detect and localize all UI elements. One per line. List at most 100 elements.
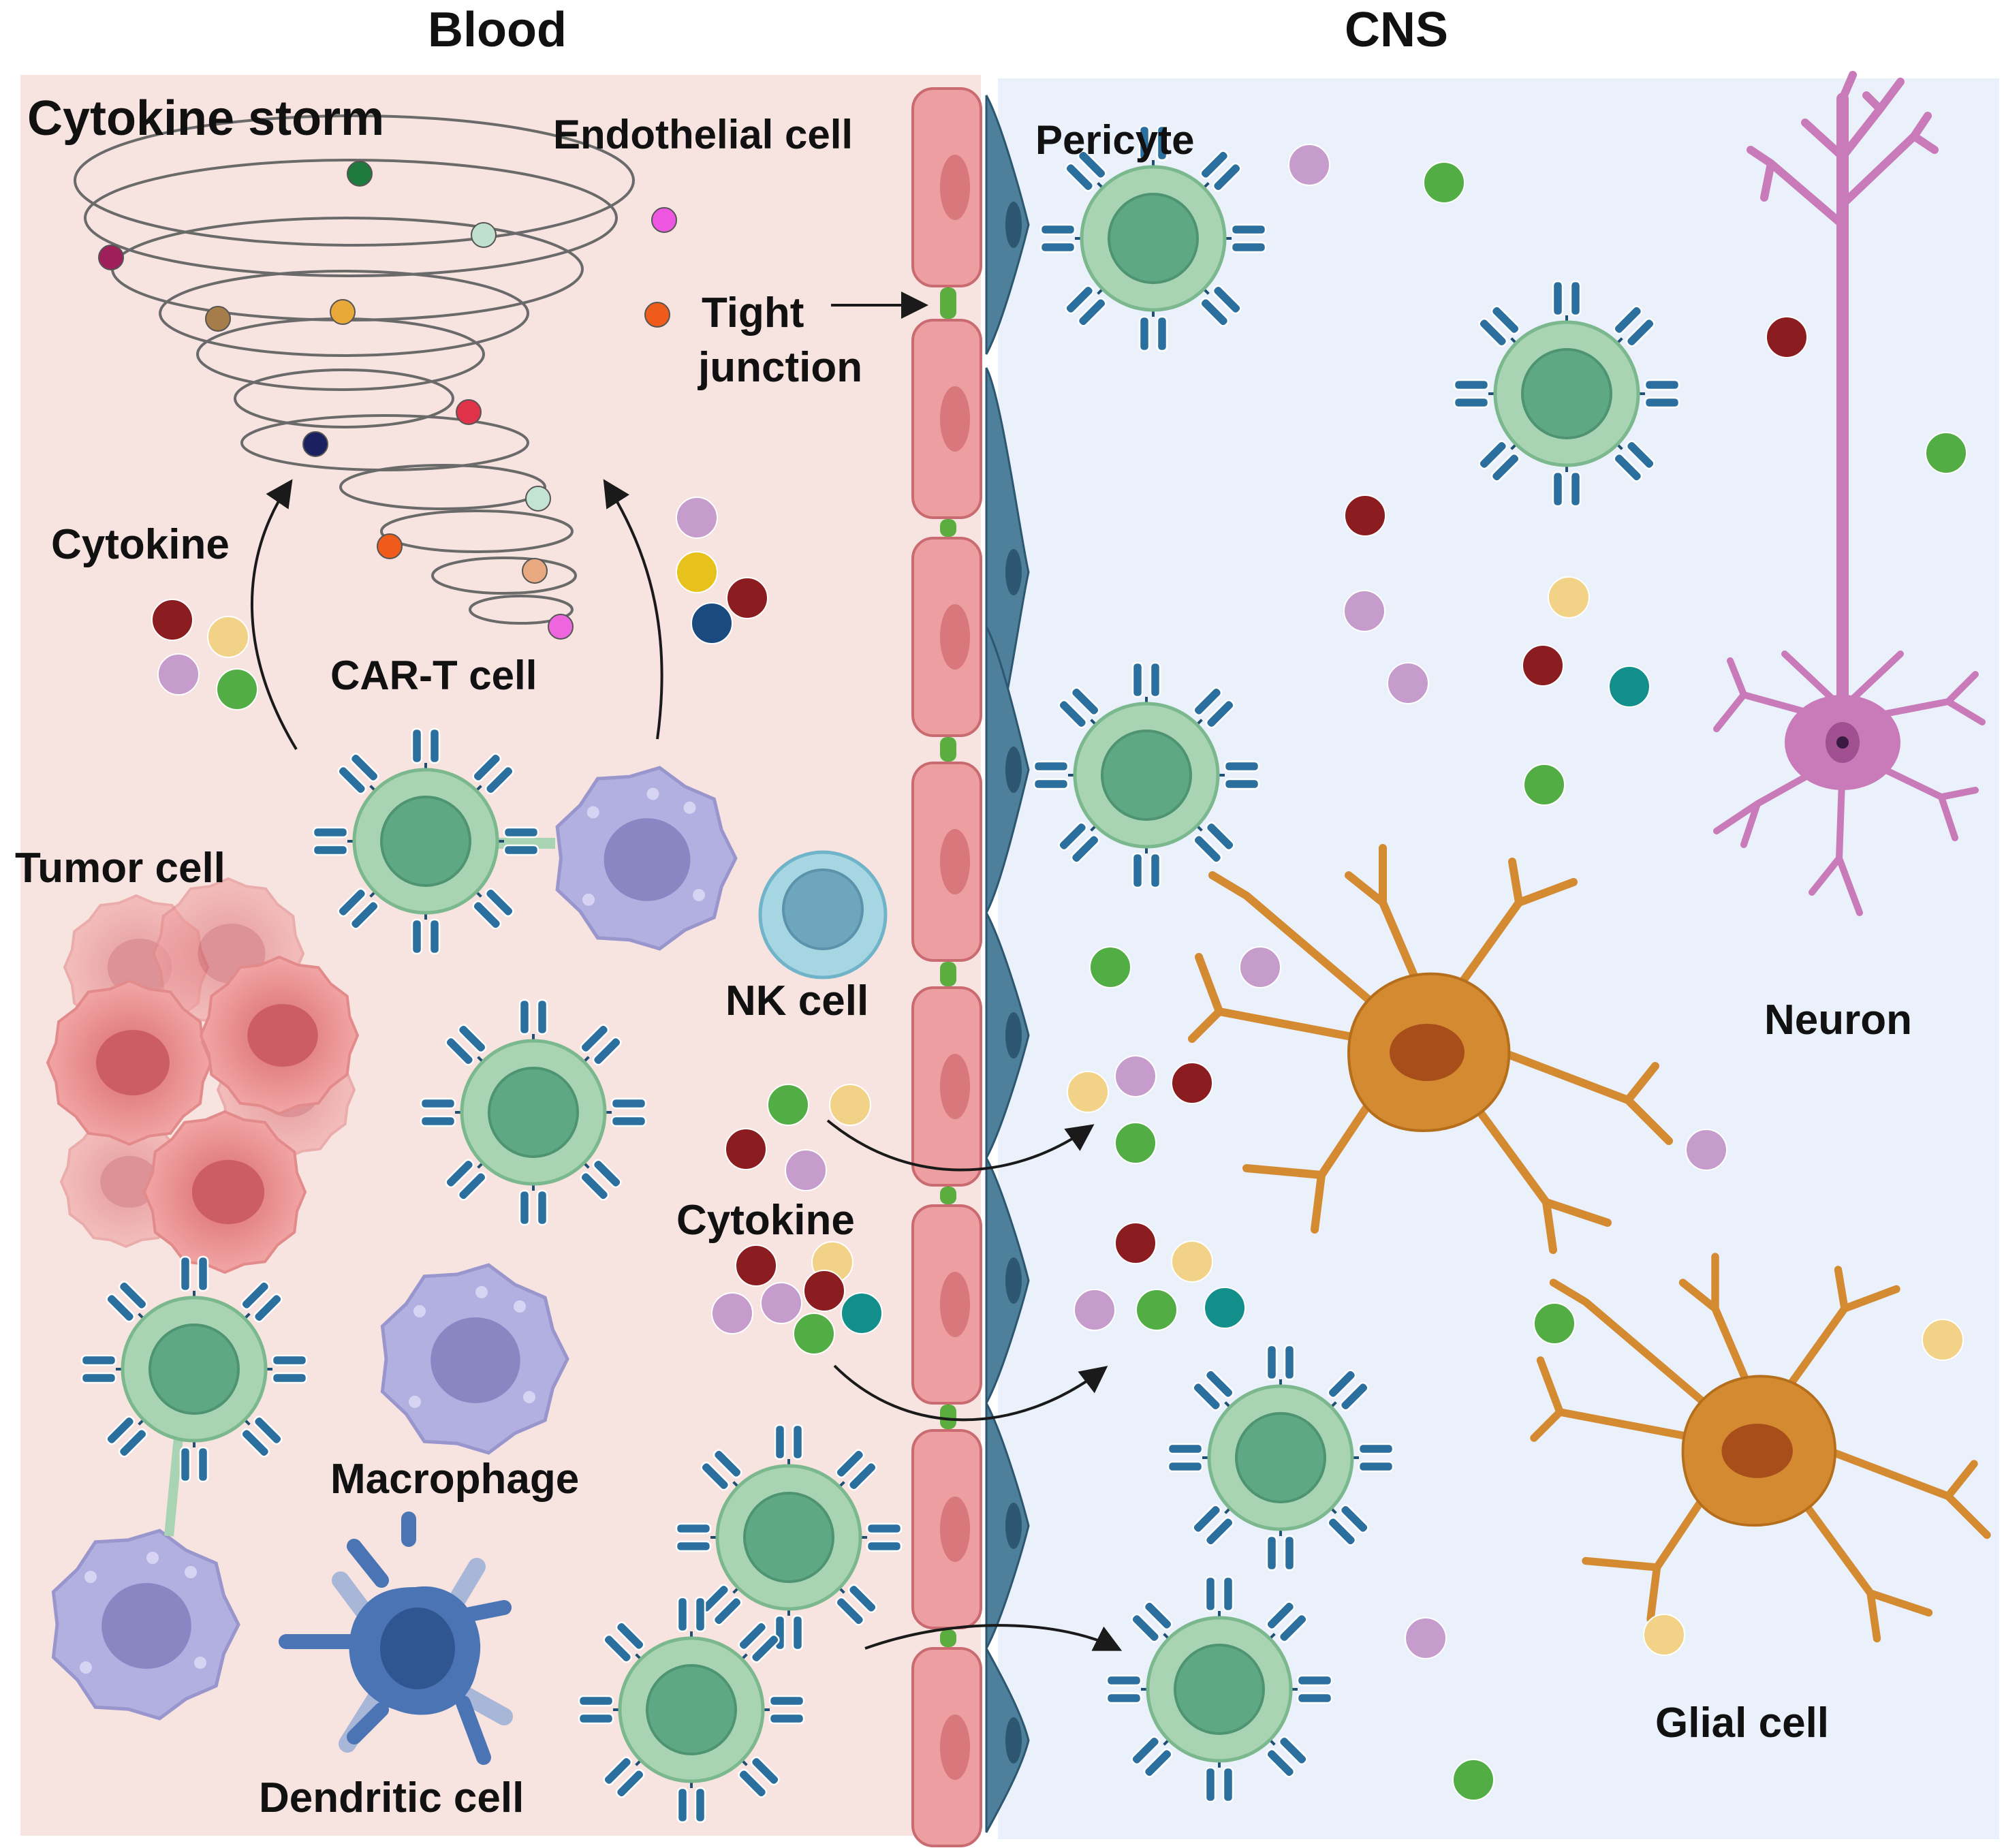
cytokine-particle (793, 1313, 835, 1355)
car-receptor (1192, 1369, 1234, 1411)
storm-cytokine-dot (98, 245, 124, 270)
cytokine-particle (1343, 590, 1385, 632)
storm-cytokine-dot (522, 558, 548, 584)
car-receptor (1039, 223, 1086, 253)
label-cytokine-top: Cytokine (51, 521, 230, 568)
cytokine-particle (1239, 946, 1281, 988)
label-pericyte: Pericyte (1035, 117, 1195, 163)
cytokine-storm-tornado (74, 114, 677, 640)
car-receptor (472, 753, 514, 795)
pericyte-cell (985, 626, 1030, 913)
car-receptor (1266, 1344, 1296, 1390)
cytokine-particle (1685, 1129, 1727, 1171)
car-t-cell (578, 1596, 805, 1823)
car-receptor (518, 999, 548, 1045)
car-receptor (1327, 1504, 1369, 1546)
endothelial-cell (911, 762, 982, 962)
car-receptor (1138, 306, 1168, 352)
endothelial-cell (911, 1429, 982, 1629)
cytokine-particle (1074, 1289, 1116, 1331)
cytokine-particles (151, 144, 1967, 1801)
tumor-cell (142, 1110, 307, 1274)
cytokine-particle (1922, 1319, 1964, 1361)
tumor-cell (199, 955, 360, 1116)
label-endothelial-cell: Endothelial cell (553, 112, 853, 157)
car-receptor (578, 1695, 624, 1725)
label-cytokine-storm: Cytokine storm (27, 91, 384, 146)
arrow-cytokines-to-cns-upper (826, 1119, 1095, 1172)
car-receptor (1033, 760, 1079, 790)
macrophage (555, 766, 738, 951)
car-t-cells (80, 125, 1680, 1823)
cytokine-particle (676, 551, 718, 593)
car-t-cell (1033, 661, 1260, 889)
arrow-car-t-to-storm-left (250, 479, 298, 751)
label-cytokine-middle: Cytokine (676, 1197, 855, 1244)
macrophage (51, 1529, 240, 1721)
glial-cell (1188, 844, 1673, 1254)
car-t-cell (1453, 280, 1680, 507)
arrow-car-t-to-cns (864, 1624, 1123, 1651)
pericyte-cell (985, 1403, 1030, 1649)
cytokine-particle (829, 1084, 871, 1126)
nk-cell (758, 850, 888, 980)
cytokine-particle (676, 497, 718, 539)
label-tight-junction-line2: junction (698, 344, 862, 391)
cytokine-particle (216, 668, 258, 710)
storm-cytokine-dot (644, 302, 670, 328)
cytokine-particle (726, 577, 768, 619)
car-receptor (759, 1695, 805, 1725)
car-receptor (493, 826, 539, 856)
car-receptor (411, 727, 441, 774)
macrophages (51, 766, 738, 1721)
cytokine-particle (1925, 432, 1967, 474)
cytokine-particle (785, 1149, 827, 1191)
car-receptor (80, 1354, 127, 1384)
flow-arrows (250, 292, 1123, 1651)
endothelial-cell (911, 537, 982, 737)
tight-junction (940, 1629, 956, 1647)
cytokine-particle (1423, 161, 1465, 204)
car-receptor (262, 1354, 308, 1384)
cytokine-particle (1523, 764, 1565, 806)
macrophage (380, 1263, 569, 1455)
endothelial-cell (911, 319, 982, 519)
pericyte-cell (985, 1157, 1030, 1404)
cytokine-particle (1067, 1071, 1109, 1113)
label-car-t-cell: CAR-T cell (330, 653, 537, 698)
car-receptor (675, 1522, 721, 1552)
cytokine-particle (1452, 1759, 1494, 1801)
car-receptor (312, 826, 358, 856)
car-receptor (1192, 1504, 1234, 1546)
car-t-cell (80, 1255, 308, 1483)
cytokine-particle (841, 1292, 883, 1334)
cytokine-particle (711, 1292, 753, 1334)
cytokine-particle (1548, 576, 1590, 618)
glial-cell (1530, 1253, 1991, 1643)
storm-cytokine-dot (525, 486, 551, 512)
cytokine-particle (1608, 665, 1650, 708)
car-receptor (580, 1159, 622, 1201)
pericyte-cell (985, 912, 1030, 1159)
tight-junction (940, 962, 956, 986)
car-receptor (1106, 1674, 1152, 1704)
car-t-cell (1167, 1344, 1394, 1571)
car-t-cell (1106, 1576, 1333, 1803)
tumor-cell (46, 979, 213, 1146)
storm-cytokine-dot (651, 207, 677, 233)
storm-cytokine-dot (347, 161, 373, 187)
cytokine-particle (151, 599, 193, 641)
car-receptor (1552, 461, 1582, 507)
car-receptor (1200, 285, 1242, 327)
car-receptor (1287, 1674, 1333, 1704)
cytokine-particle (1387, 662, 1429, 704)
cytokine-particle (1114, 1122, 1157, 1164)
storm-cytokine-dot (471, 222, 497, 248)
label-tumor-cell: Tumor cell (15, 845, 225, 892)
blood-title: Blood (428, 3, 567, 57)
cytokine-particle (1204, 1287, 1246, 1329)
cytokine-particle (1089, 946, 1131, 988)
glial-cells (1188, 844, 1991, 1643)
cytokine-particle (1533, 1302, 1576, 1345)
